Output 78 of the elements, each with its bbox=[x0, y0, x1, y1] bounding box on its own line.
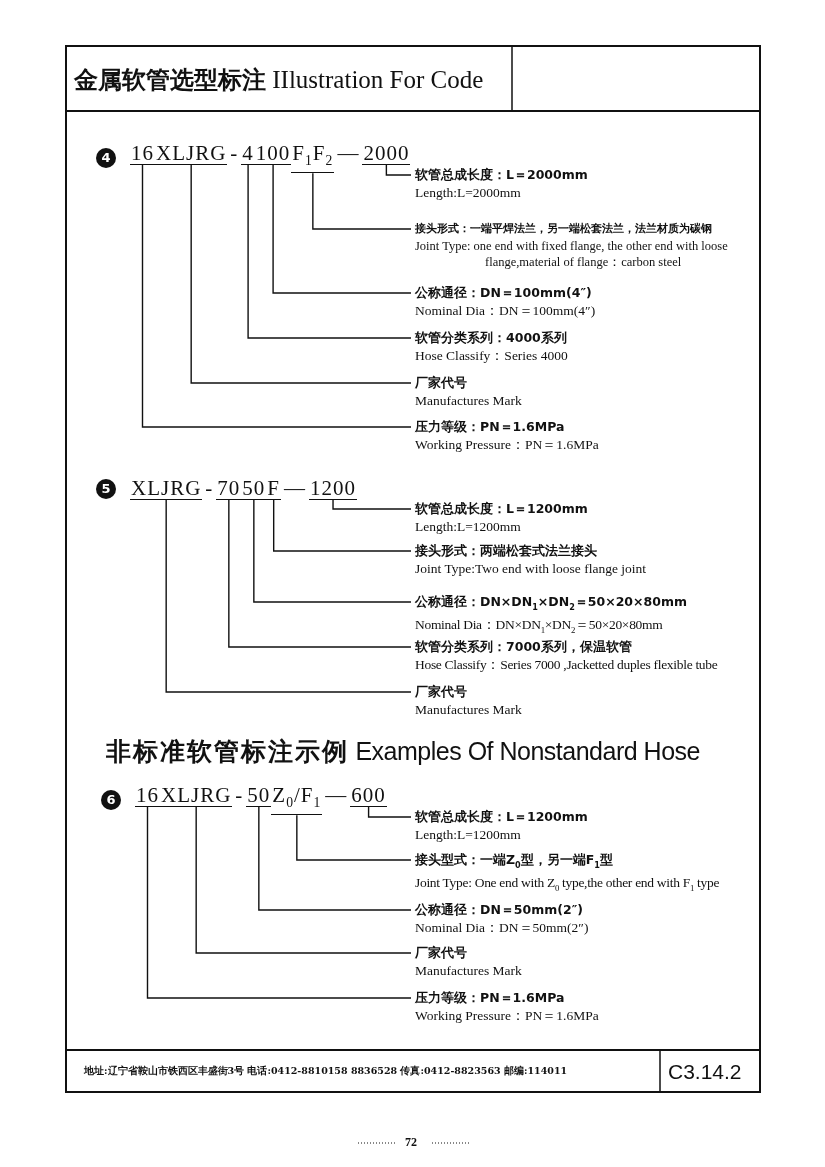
step-number-badge: 6 bbox=[101, 789, 121, 810]
english-description: Length:L=1200mm bbox=[415, 826, 522, 844]
leader-line bbox=[190, 164, 412, 384]
code-segment: 50 bbox=[241, 477, 267, 500]
code-segment: 16 bbox=[130, 142, 155, 165]
chinese-description: 压力等级：PN＝1.6MPa bbox=[415, 989, 566, 1007]
chinese-description: 公称通径：DN＝50mm(2″) bbox=[415, 901, 584, 919]
leader-line bbox=[146, 806, 412, 999]
code-segment: 1200 bbox=[309, 477, 358, 500]
code-separator: — bbox=[324, 784, 349, 806]
english-description: Joint Type: one end with fixed flange, the other end with loose flange,material of flange：carbon steel bbox=[415, 238, 729, 270]
chinese-description: 接头形式：两端松套式法兰接头 bbox=[415, 542, 598, 560]
chinese-description: 软管总成长度：L＝2000mm bbox=[415, 166, 589, 184]
chinese-description: 接头形式：一端平焊法兰，另一端松套法兰，法兰材质为碳钢 bbox=[415, 221, 713, 237]
leader-line bbox=[141, 164, 412, 428]
code-segment: 600 bbox=[350, 784, 387, 807]
code-segment: Z$_{0}$/F$_{1}$ bbox=[271, 784, 323, 816]
code-segment: 4 bbox=[241, 142, 255, 165]
code-separator: — bbox=[336, 142, 361, 164]
english-description: Length:L=1200mm bbox=[415, 518, 522, 536]
chinese-description: 厂家代号 bbox=[415, 944, 468, 962]
code-segment: F bbox=[266, 477, 282, 500]
page-number: 72 bbox=[405, 1135, 417, 1150]
leader-line bbox=[253, 499, 412, 603]
leader-line bbox=[296, 814, 412, 861]
chinese-description: 软管总成长度：L＝1200mm bbox=[415, 808, 589, 826]
leader-line bbox=[165, 499, 412, 693]
chinese-description: 公称通径：DN×DN$_{1}$×DN$_{2}$＝50×20×80mm bbox=[415, 593, 688, 614]
english-description: Manufactures Mark bbox=[415, 701, 523, 719]
code-segment: XLJRG bbox=[130, 477, 203, 500]
step-number-badge: 5 bbox=[96, 478, 116, 499]
chinese-description: 接头型式：一端Z$_{0}$型，另一端F$_{1}$型 bbox=[415, 851, 614, 872]
leader-line bbox=[367, 806, 412, 818]
leader-line bbox=[273, 499, 412, 552]
code-segment: XLJRG bbox=[155, 142, 228, 165]
code-separator: - bbox=[204, 477, 215, 499]
page-title: 金属软管选型标注 IIlustration For Code bbox=[74, 65, 484, 96]
english-description: Manufactures Mark bbox=[415, 392, 523, 410]
page-code: C3.14.2 bbox=[668, 1060, 742, 1084]
chinese-description: 厂家代号 bbox=[415, 683, 468, 701]
english-description: Manufactures Mark bbox=[415, 962, 523, 980]
chinese-description: 软管总成长度：L＝1200mm bbox=[415, 500, 589, 518]
english-description: Joint Type:Two end with loose flange joint bbox=[415, 560, 648, 578]
leader-line bbox=[272, 164, 412, 294]
leader-line bbox=[247, 164, 412, 339]
code-segment: XLJRG bbox=[160, 784, 233, 807]
leader-line bbox=[385, 164, 412, 176]
code-segment: F$_{1}$F$_{2}$ bbox=[291, 142, 335, 174]
chinese-description: 厂家代号 bbox=[415, 374, 468, 392]
code-separator: — bbox=[283, 477, 308, 499]
code-segment: 70 bbox=[216, 477, 242, 500]
chinese-description: 软管分类系列：4000系列 bbox=[415, 329, 568, 347]
english-description: Nominal Dia：DN×DN$_{1}$×DN$_{2}$＝50×20×80mm bbox=[415, 615, 664, 637]
code-separator: - bbox=[234, 784, 245, 806]
chinese-description: 公称通径：DN＝100mm(4″) bbox=[415, 284, 593, 302]
english-description: Length:L=2000mm bbox=[415, 184, 522, 202]
english-description: Working Pressure：PN＝1.6MPa bbox=[415, 1007, 600, 1025]
english-description: Hose Classify：Series 4000 bbox=[415, 347, 569, 365]
leader-line bbox=[258, 806, 412, 911]
english-description: Working Pressure：PN＝1.6MPa bbox=[415, 436, 600, 454]
leader-line bbox=[195, 806, 412, 954]
english-description: Nominal Dia：DN＝50mm(2″) bbox=[415, 919, 590, 937]
code-separator: - bbox=[229, 142, 240, 164]
section-heading: 非标准软管标注示例 Examples Of Nonstandard Hose bbox=[106, 736, 700, 768]
code-segment: 16 bbox=[135, 784, 160, 807]
code-segment: 2000 bbox=[362, 142, 411, 165]
english-description: Hose Classify：Series 7000 ,Jacketted duples flexible tube bbox=[415, 656, 719, 674]
leader-line bbox=[312, 172, 412, 230]
leader-line bbox=[332, 499, 412, 510]
address-line: 地址:辽宁省鞍山市铁西区丰盛街3号 电话:0412-8810158 8836528 传真:0412-8823563 邮编:114011 bbox=[84, 1065, 568, 1078]
chinese-description: 压力等级：PN＝1.6MPa bbox=[415, 418, 566, 436]
leader-line bbox=[228, 499, 412, 648]
step-number-badge: 4 bbox=[96, 147, 116, 168]
english-description: Joint Type: One end with Z$_{0}$ type,the other end with F$_{1}$ type bbox=[415, 873, 721, 895]
code-segment: 50 bbox=[246, 784, 272, 807]
code-segment: 100 bbox=[254, 142, 292, 165]
chinese-description: 软管分类系列：7000系列，保温软管 bbox=[415, 638, 633, 656]
english-description: Nominal Dia：DN＝100mm(4″) bbox=[415, 302, 597, 320]
